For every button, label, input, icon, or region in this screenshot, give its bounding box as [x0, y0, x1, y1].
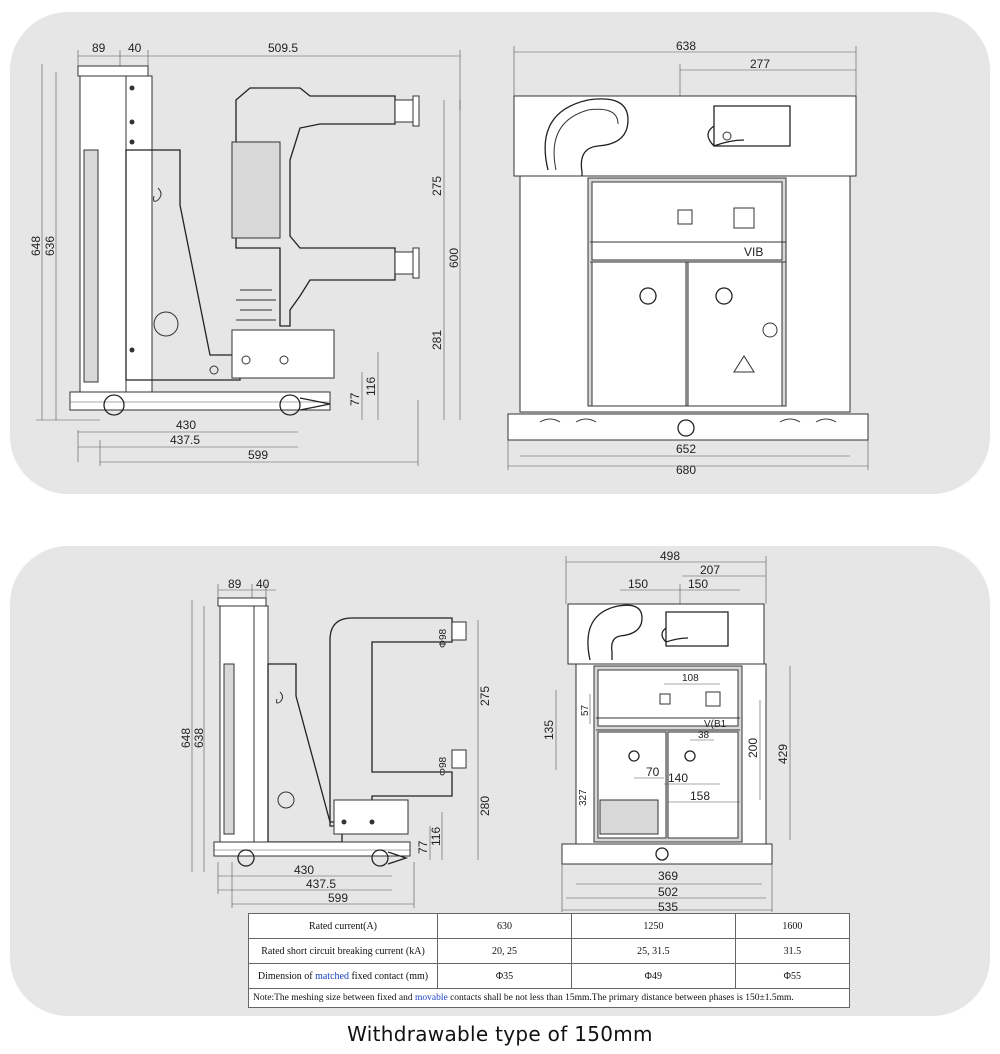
cell-breaking-1600: 31.5: [734, 938, 851, 964]
bottom-front-panel-label: V(B1: [704, 719, 727, 730]
dim-277: 277: [750, 57, 770, 71]
header-rated-current: Rated current(A): [248, 913, 438, 939]
page-caption: Withdrawable type of 150mm: [347, 1022, 653, 1046]
cell-contact-630: Φ35: [436, 963, 573, 989]
dim-498: 498: [660, 549, 680, 563]
dim-108: 108: [682, 673, 699, 684]
dim-b-280: 280: [478, 796, 492, 816]
bottom-front-view: 498 207 150 150 V(B1 108 57 135 200 429 …: [542, 549, 791, 914]
label-post: fixed contact (mm): [348, 970, 429, 982]
dim-509-5: 509.5: [268, 41, 298, 55]
dim-b-437-5: 437.5: [306, 877, 336, 891]
row-label-fixed-contact: Dimension of matched fixed contact (mm): [248, 963, 438, 989]
dim-phi98-bottom: Φ98: [438, 756, 449, 776]
dim-b-599: 599: [328, 891, 348, 905]
note-post: contacts shall be not less than 15mm.The…: [447, 993, 794, 1003]
dim-38: 38: [698, 730, 710, 741]
dim-200: 200: [746, 738, 760, 758]
dim-70: 70: [646, 765, 660, 779]
dim-158: 158: [690, 789, 710, 803]
table-header-row: Rated current(A) 630 1250 1600: [248, 913, 851, 939]
header-630: 630: [436, 913, 573, 939]
cell-breaking-630: 20, 25: [436, 938, 573, 964]
dim-636: 636: [43, 236, 57, 256]
dim-b-89: 89: [228, 577, 242, 591]
table-row: Dimension of matched fixed contact (mm) …: [248, 963, 851, 989]
dim-648: 648: [29, 236, 43, 256]
dim-275: 275: [430, 176, 444, 196]
dim-89: 89: [92, 41, 106, 55]
dim-680: 680: [676, 463, 696, 477]
dim-b-430: 430: [294, 863, 314, 877]
spec-table: Rated current(A) 630 1250 1600 Rated sho…: [248, 913, 851, 1008]
table-note-row: Note:The meshing size between fixed and …: [248, 988, 850, 1008]
label-highlight: matched: [315, 970, 349, 982]
dim-502: 502: [658, 885, 678, 899]
dim-437-5: 437.5: [170, 433, 200, 447]
cell-contact-1600: Φ55: [734, 963, 851, 989]
dim-429: 429: [776, 744, 790, 764]
dim-600: 600: [447, 248, 461, 268]
table-note: Note:The meshing size between fixed and …: [248, 988, 850, 1008]
header-1600: 1600: [734, 913, 851, 939]
note-highlight: movable: [414, 993, 448, 1003]
top-side-view: 89 40 509.5 648 636 275 600 281 116 77 4…: [29, 41, 461, 466]
note-pre: Note:The meshing size between fixed and: [253, 993, 415, 1003]
dim-207: 207: [700, 563, 720, 577]
dim-116: 116: [364, 377, 378, 396]
dim-150-left: 150: [628, 577, 648, 591]
dim-327: 327: [578, 789, 589, 806]
label-pre: Dimension of: [257, 970, 316, 982]
dim-40: 40: [128, 41, 142, 55]
dim-phi98-top: Φ98: [438, 628, 449, 648]
dim-57: 57: [580, 704, 591, 716]
dim-652: 652: [676, 442, 696, 456]
cell-contact-1250: Φ49: [571, 963, 736, 989]
table-row: Rated short circuit breaking current (kA…: [248, 938, 851, 964]
dim-140: 140: [668, 771, 688, 785]
header-1250: 1250: [571, 913, 736, 939]
top-front-panel-label: VIB: [744, 245, 763, 259]
dim-b-116: 116: [429, 827, 443, 846]
dim-281: 281: [430, 330, 444, 350]
dim-135: 135: [542, 720, 556, 740]
dim-b-77: 77: [416, 840, 430, 854]
cell-breaking-1250: 25, 31.5: [571, 938, 736, 964]
dim-b-40: 40: [256, 577, 270, 591]
dim-638: 638: [676, 39, 696, 53]
top-front-view: 638 277 VIB 652 680: [507, 39, 869, 477]
dim-77: 77: [348, 392, 362, 406]
dim-369: 369: [658, 869, 678, 883]
dim-b-648: 648: [179, 728, 193, 748]
dim-b-638: 638: [192, 728, 206, 748]
dim-b-275: 275: [478, 686, 492, 706]
dim-599: 599: [248, 448, 268, 462]
dim-150-right: 150: [688, 577, 708, 591]
dim-535: 535: [658, 900, 678, 914]
row-label-breaking-current: Rated short circuit breaking current (kA…: [248, 938, 438, 964]
dim-430: 430: [176, 418, 196, 432]
bottom-side-view: 89 40 648 638 Φ98 Φ98 275 280 77 116: [179, 577, 492, 908]
